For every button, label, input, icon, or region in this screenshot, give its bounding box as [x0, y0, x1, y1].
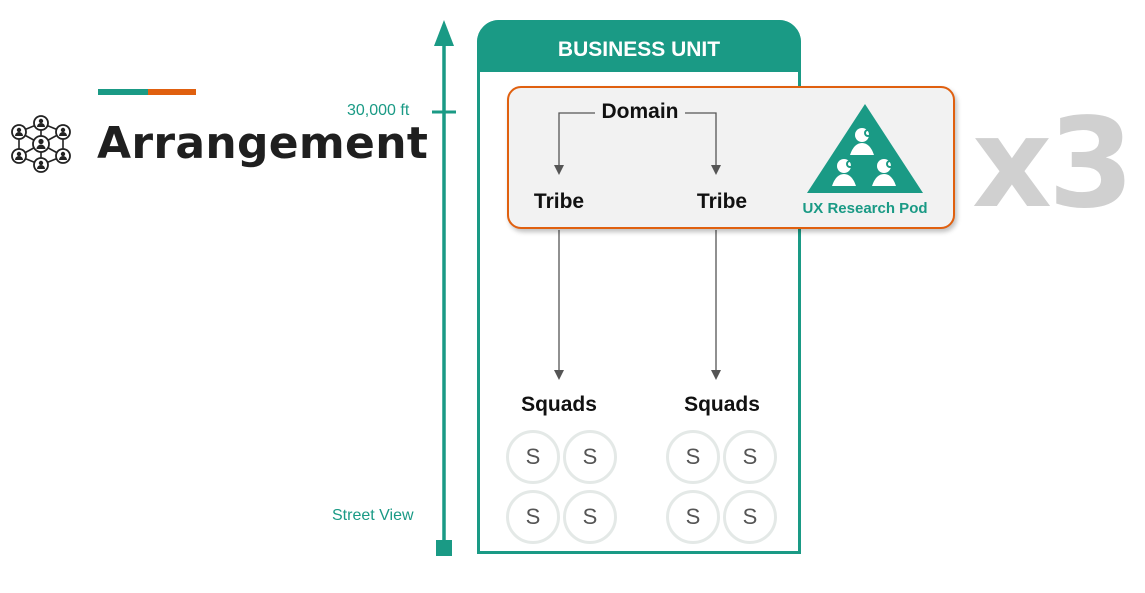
tribe-label-right: Tribe [696, 190, 748, 213]
scale-top-label: 30,000 ft [347, 102, 410, 119]
squad-circle: S [666, 490, 720, 544]
squads-label-right: Squads [684, 393, 760, 416]
tribe-label-left: Tribe [533, 190, 585, 213]
title-accent-teal [98, 89, 148, 95]
squad-circle: S [563, 430, 617, 484]
arrow-up-icon [434, 20, 454, 46]
squad-circle: S [723, 490, 777, 544]
squads-label-left: Squads [521, 393, 597, 416]
multiplier-label: x3 [972, 92, 1134, 236]
ux-research-pod-icon [807, 104, 923, 193]
business-unit-header: BUSINESS UNIT [477, 20, 801, 72]
squad-circle: S [666, 430, 720, 484]
title-accent-orange [148, 89, 196, 95]
domain-label: Domain [601, 100, 679, 123]
scale-bottom-label: Street View [332, 507, 414, 524]
altitude-scale [432, 20, 456, 556]
squad-circle: S [506, 490, 560, 544]
squad-circle: S [506, 430, 560, 484]
network-people-icon [11, 115, 71, 173]
page-title: Arrangement [97, 118, 429, 169]
squad-circle: S [563, 490, 617, 544]
ux-research-pod-label: UX Research Pod [802, 200, 928, 217]
squad-circle: S [723, 430, 777, 484]
tribe-to-squad-arrows [554, 230, 721, 380]
domain-to-tribe-arrows [554, 112, 721, 175]
